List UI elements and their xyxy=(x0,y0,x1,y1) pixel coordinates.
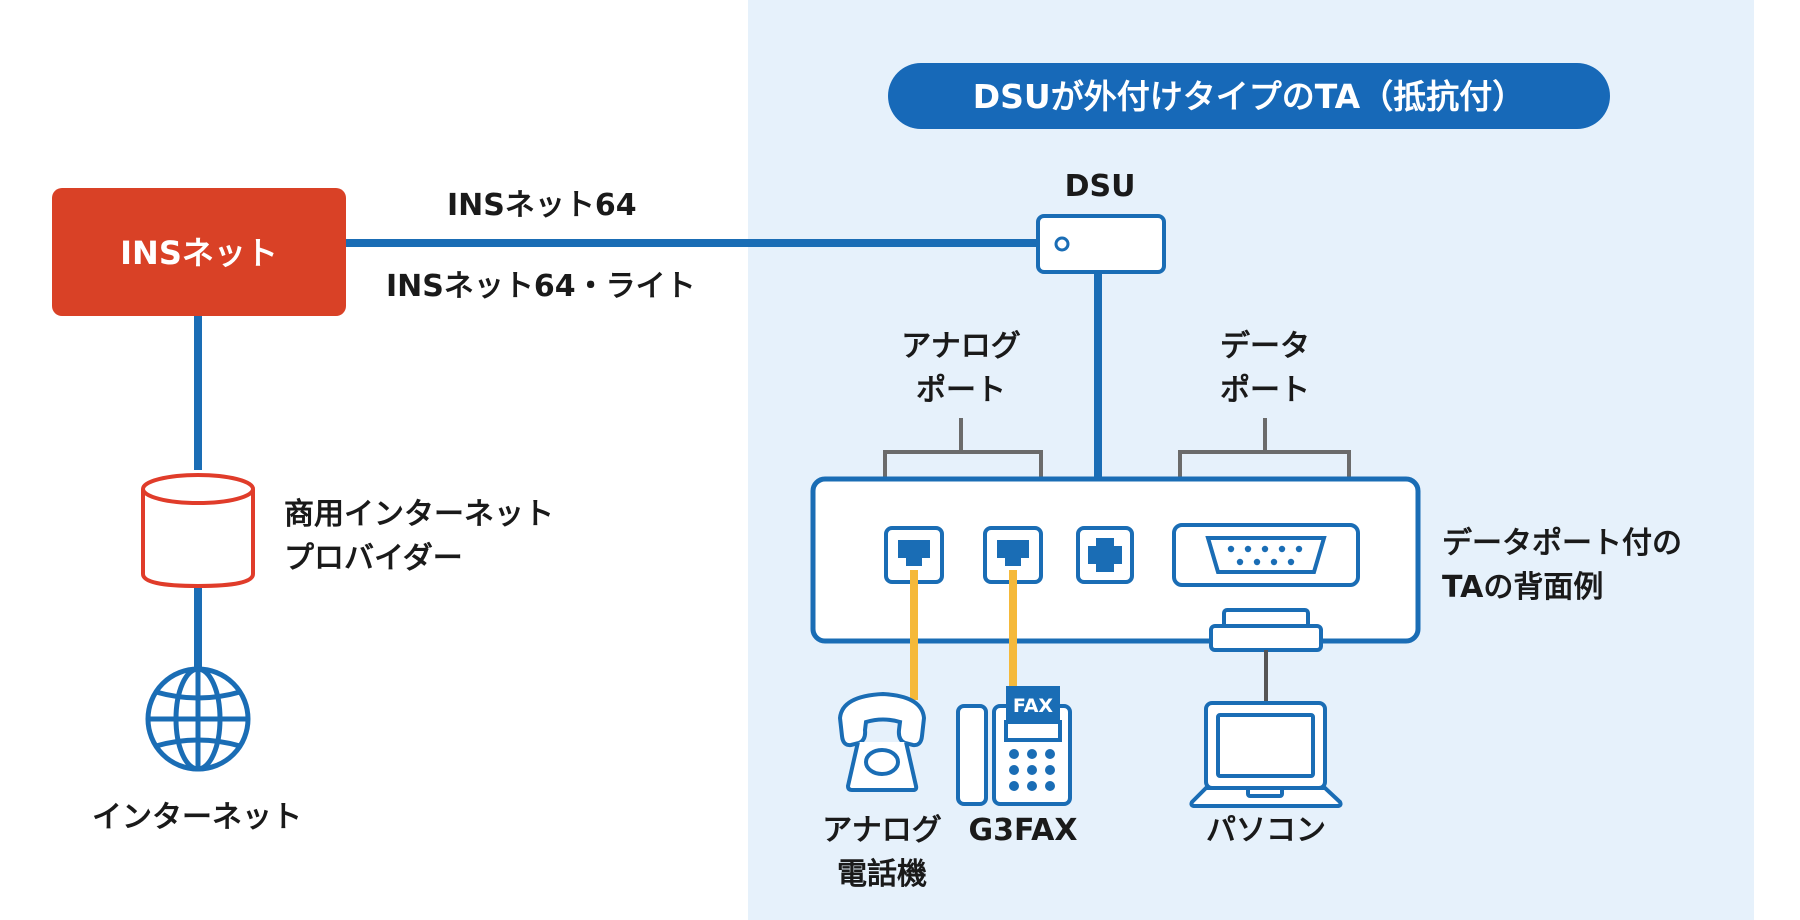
isp-label-line2: プロバイダー xyxy=(284,541,463,576)
phone-label-line1: アナログ xyxy=(822,813,941,848)
ins64-lite-label: INSネット64・ライト xyxy=(386,269,696,304)
pc-label: パソコン xyxy=(1206,813,1326,848)
analog-port-label-line2: ポート xyxy=(916,373,1006,408)
ta-label-line2: TAの背面例 xyxy=(1442,570,1603,605)
fax-badge-text: FAX xyxy=(1013,695,1054,717)
serial-data-port xyxy=(1172,523,1360,587)
analog-port-2 xyxy=(983,526,1043,584)
data-port-label-line1: データ xyxy=(1220,329,1310,364)
globe-icon xyxy=(145,666,251,772)
dsu-box xyxy=(1036,214,1166,274)
fax-label: G3FAX xyxy=(969,813,1078,848)
laptop-icon xyxy=(1189,701,1343,808)
ta-label-line1: データポート付の xyxy=(1442,526,1682,561)
diagram-title: DSUが外付けタイプのTA（抵抗付） xyxy=(973,77,1525,116)
ins-net-box xyxy=(52,188,346,316)
telephone-icon xyxy=(837,691,927,792)
isp-cylinder-icon xyxy=(141,473,255,589)
title-pill xyxy=(888,63,1610,129)
fax-machine-icon xyxy=(956,704,1072,806)
serial-plug xyxy=(1209,608,1323,652)
internet-label: インターネット xyxy=(92,800,302,835)
analog-port-label-line1: アナログ xyxy=(901,329,1020,364)
phone-label-line2: 電話機 xyxy=(837,857,927,892)
dsu-label: DSU xyxy=(1065,169,1136,204)
fax-badge xyxy=(1006,686,1060,722)
dsu-led-icon xyxy=(1054,236,1070,252)
isp-label-line1: 商用インターネット xyxy=(284,497,554,532)
data-port-label-line2: ポート xyxy=(1220,373,1310,408)
ins-net-label: INSネット xyxy=(120,234,278,272)
ins64-label: INSネット64 xyxy=(447,188,637,223)
isdn-port xyxy=(1076,526,1134,584)
